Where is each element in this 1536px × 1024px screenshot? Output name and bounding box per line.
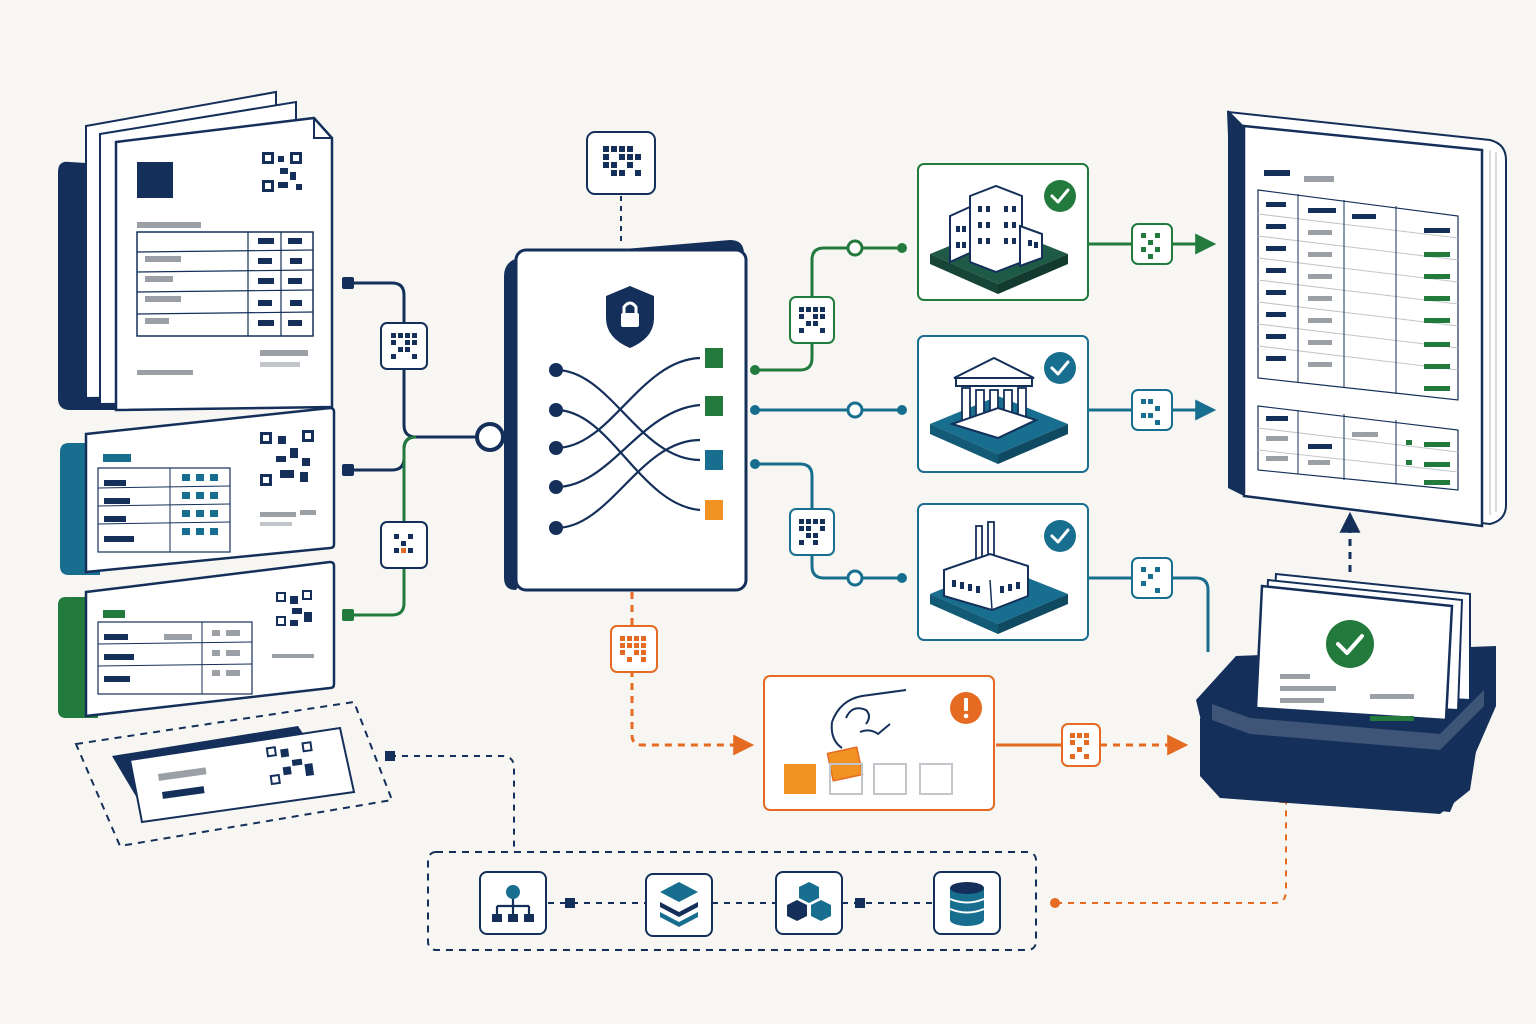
invoice-document-stack xyxy=(58,90,334,412)
edge-pipeline-to-tray xyxy=(1056,789,1293,904)
company-logo-block xyxy=(137,162,173,198)
check-icon xyxy=(1326,620,1374,668)
secure-router-panel xyxy=(504,240,748,592)
check-icon xyxy=(1044,352,1076,384)
qr-badge-input-1 xyxy=(380,322,428,370)
output-port-green-1 xyxy=(705,348,723,368)
layers-icon xyxy=(645,873,713,937)
qr-badge-orange-route xyxy=(610,625,658,673)
slot-filled xyxy=(784,764,816,794)
manual-review-panel xyxy=(763,675,995,811)
destination-institution xyxy=(917,335,1089,473)
qr-badge-institution-out xyxy=(1131,389,1173,431)
check-icon xyxy=(1044,520,1076,552)
pipeline-panel xyxy=(427,851,1037,951)
edge-factory-to-tray xyxy=(1088,576,1210,652)
shield-lock-icon xyxy=(606,286,654,348)
qr-code-icon xyxy=(262,152,302,192)
router-input-port xyxy=(475,422,505,452)
destination-office-building xyxy=(917,163,1089,301)
qr-badge-office-out xyxy=(1131,223,1173,265)
destination-factory xyxy=(917,503,1089,641)
output-port-teal xyxy=(705,450,723,470)
qr-code-icon xyxy=(260,430,314,486)
hierarchy-icon xyxy=(479,871,547,935)
qr-code-icon xyxy=(265,741,315,786)
edge-tealform-to-router xyxy=(348,435,478,472)
qr-badges xyxy=(380,131,1173,767)
qr-code-icon xyxy=(276,590,312,626)
qr-badge-teal-route xyxy=(789,508,835,556)
slot-placing xyxy=(829,763,863,795)
qr-badge-top xyxy=(586,131,656,195)
factory-icon xyxy=(930,521,1068,634)
scanned-slip-document xyxy=(74,700,394,848)
office-building-icon xyxy=(930,184,1068,294)
qr-badge-review-out xyxy=(1061,723,1101,767)
ledger-book xyxy=(1226,110,1507,528)
edge-router-to-review xyxy=(630,553,755,756)
slot-empty-2 xyxy=(919,763,953,795)
output-port-orange xyxy=(705,500,723,520)
edge-greenform-to-router xyxy=(348,435,417,617)
teal-form-document xyxy=(60,406,336,575)
qr-badge-green-route xyxy=(789,296,835,344)
connector-endpoints xyxy=(342,239,1060,908)
alert-icon xyxy=(950,692,982,724)
green-form-document xyxy=(58,560,336,718)
edge-slip-to-pipeline xyxy=(390,755,515,850)
qr-badge-factory-out xyxy=(1131,557,1173,599)
slot-empty-1 xyxy=(873,763,907,795)
database-icon xyxy=(933,871,1001,935)
approval-tray xyxy=(1196,572,1496,814)
check-icon xyxy=(1044,180,1076,212)
output-port-green-2 xyxy=(705,396,723,416)
qr-badge-input-2 xyxy=(380,521,428,569)
bank-columns-icon xyxy=(930,356,1068,464)
cubes-icon xyxy=(775,871,843,935)
